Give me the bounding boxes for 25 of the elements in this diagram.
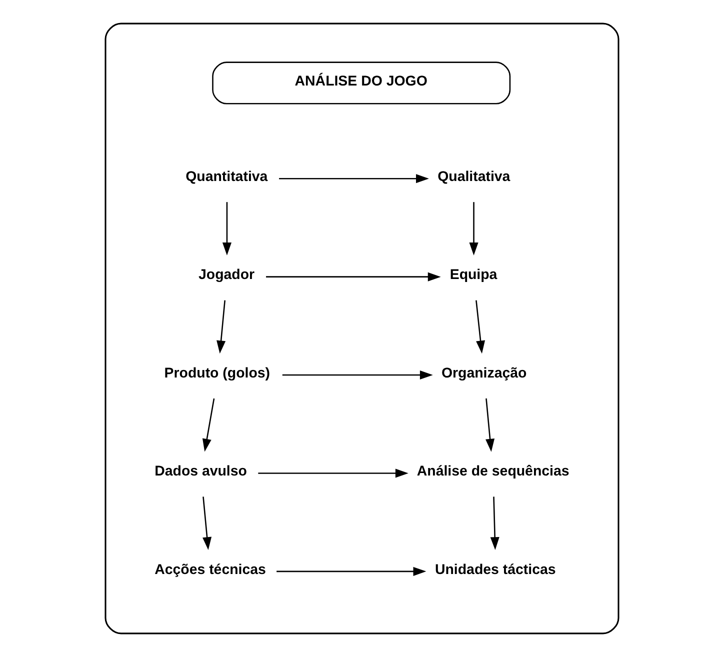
arrow: [266, 272, 440, 282]
arrow: [216, 300, 226, 354]
cluster: [104, 22, 619, 634]
arrow: [485, 398, 494, 452]
arrow: [222, 202, 231, 256]
arrow: [202, 496, 212, 550]
node-text: Análise de sequências: [416, 464, 569, 480]
node-text: Quantitativa: [185, 168, 268, 185]
arrow: [278, 174, 428, 184]
node-text: Qualitativa: [437, 168, 510, 185]
arrow: [475, 300, 485, 354]
node-text: Acções técnicas: [154, 562, 266, 578]
arrow: [202, 398, 214, 452]
node-box: ANÁLISE DO JOGO: [212, 62, 510, 104]
node-text: Dados avulso: [154, 464, 246, 480]
arrow: [276, 566, 426, 576]
arrow: [468, 202, 478, 256]
arrow: [282, 370, 432, 380]
node-text: Equipa: [449, 267, 497, 284]
arrow: [490, 496, 499, 550]
node-text: Jogador: [198, 267, 254, 284]
node-text: Unidades tácticas: [434, 562, 556, 578]
node-text: Organização: [440, 365, 526, 382]
node-text: Produto (golos): [164, 365, 270, 382]
arrow: [258, 468, 408, 478]
